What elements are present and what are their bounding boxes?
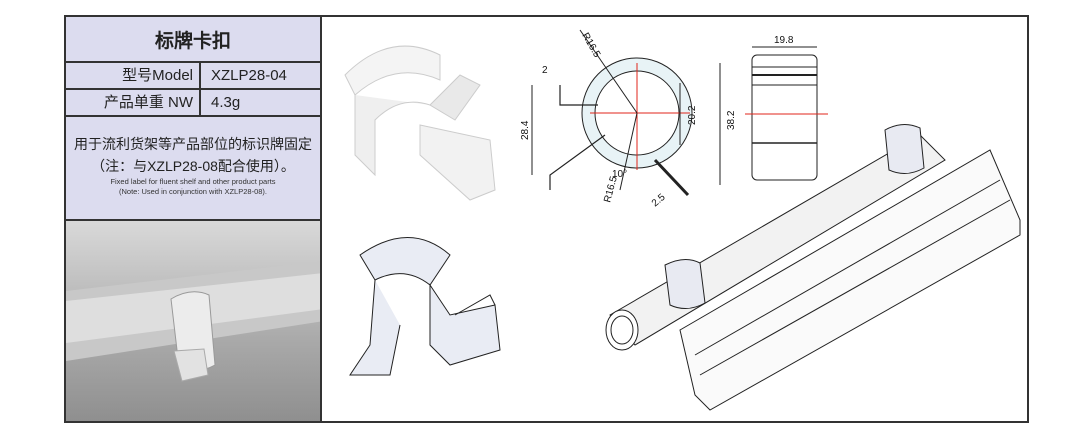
dim-inner: 20.2 (687, 105, 698, 125)
cross-section-drawing: R16.5 2 28.4 10° R16.5 20.2 38.2 2.5 (520, 29, 737, 209)
desc-cn-1: 用于流利货架等产品部位的标识牌固定 (74, 136, 312, 152)
product-photo (64, 221, 322, 423)
rail-assembly-drawing (605, 124, 1021, 411)
spec-row-model: 型号Model XZLP28-04 (66, 63, 320, 90)
desc-en-2: (Note: Used in conjunction with XZLP28-0… (119, 187, 267, 196)
dim-r-top: R16.5 (579, 31, 602, 60)
desc-en-1: Fixed label for fluent shelf and other p… (110, 177, 276, 186)
spec-value: XZLP28-04 (211, 67, 287, 84)
photo-illustration (66, 261, 320, 382)
dim-angle: 10° (612, 169, 627, 180)
dim-height-left: 28.4 (520, 120, 531, 140)
dim-outer: 38.2 (726, 110, 737, 130)
side-view-drawing: 19.8 (745, 35, 828, 181)
spec-label: 产品单重 NW (66, 90, 201, 115)
spec-value: 4.3g (211, 94, 241, 111)
description: 用于流利货架等产品部位的标识牌固定 （注：与XZLP28-08配合使用）。 Fi… (66, 117, 320, 197)
dim-width: 19.8 (774, 35, 794, 46)
spec-label: 型号Model (66, 63, 201, 88)
spec-table: 标牌卡扣 型号Model XZLP28-04 产品单重 NW 4.3g 用于流利… (64, 15, 322, 221)
product-title: 标牌卡扣 (66, 17, 320, 63)
desc-cn-2: （注：与XZLP28-08配合使用）。 (91, 158, 295, 174)
spec-row-weight: 产品单重 NW 4.3g (66, 90, 320, 117)
dim-thickness: 2 (542, 65, 548, 76)
clip-line-drawing (349, 237, 501, 376)
clip-3d-render (344, 45, 496, 201)
